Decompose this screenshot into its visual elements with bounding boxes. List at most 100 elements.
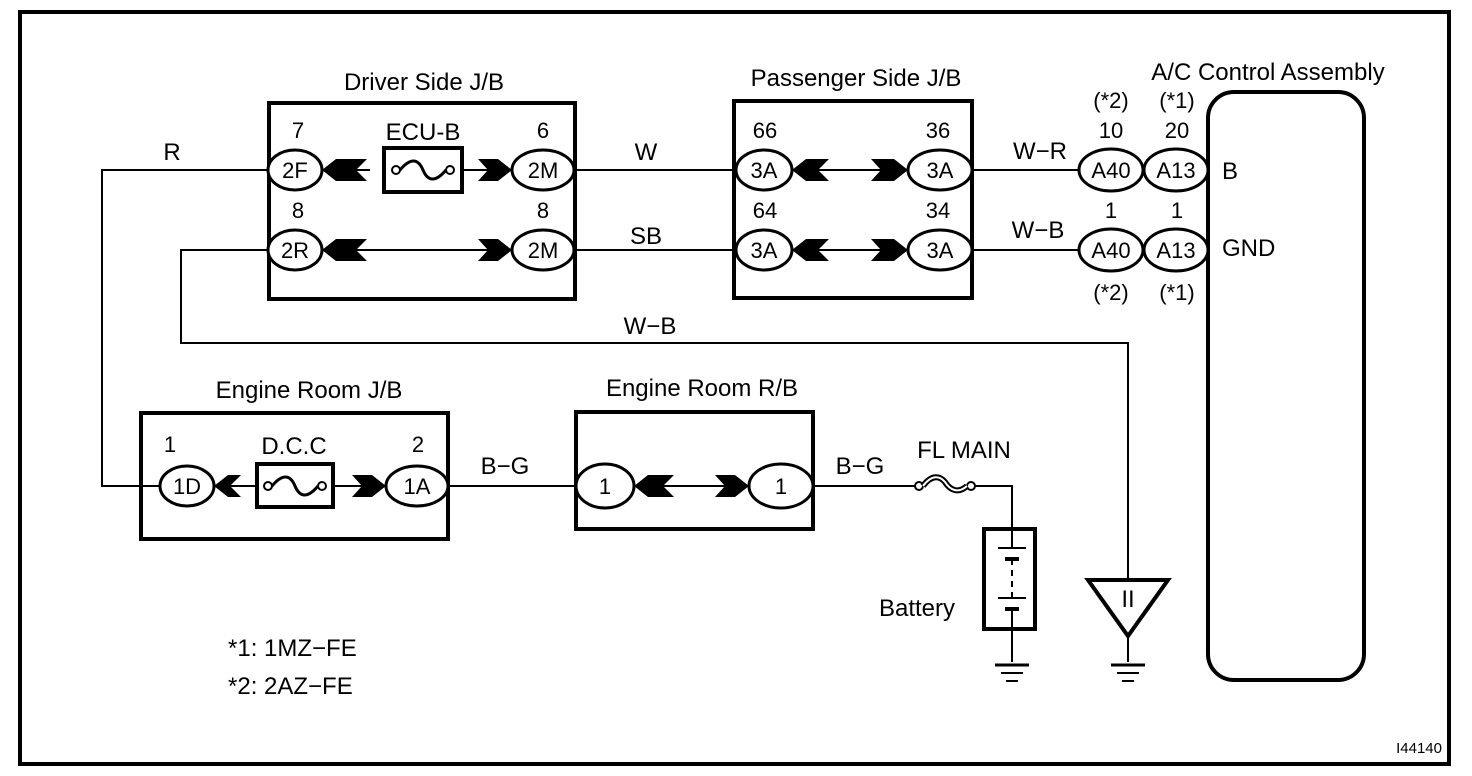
wire-label-r: R (163, 139, 180, 166)
chevron-right-icon (715, 475, 749, 497)
connector-label: A40 (1091, 158, 1130, 183)
wire-label-sb: SB (630, 223, 662, 250)
connector-label: A40 (1091, 238, 1130, 263)
connector-label: 3A (927, 158, 954, 183)
fl-main-label: FL MAIN (917, 437, 1011, 464)
passenger-side-jb: Passenger Side J/B 66 64 36 34 (732, 65, 974, 300)
pin-number: 34 (926, 198, 950, 223)
engine-room-jb: Engine Room J/B 1 2 D.C.C (139, 377, 450, 541)
pin-number: 36 (926, 118, 950, 143)
model-note: (*2) (1093, 88, 1128, 113)
wire-label-b-g: B−G (481, 453, 530, 480)
wire-r[interactable] (101, 169, 268, 487)
driver-jb-title: Driver Side J/B (344, 69, 504, 96)
connector-label: 1 (599, 474, 611, 499)
ground-point-triangle-icon (1084, 578, 1172, 640)
chevron-left-icon (214, 475, 241, 497)
legend-item: *1: 1MZ−FE (228, 635, 357, 662)
pin-number: 20 (1165, 118, 1189, 143)
fl-main-fusible-link: FL MAIN (914, 437, 1011, 494)
connector-label: 3A (751, 158, 778, 183)
fuse-icon (255, 462, 335, 509)
engine-rb-title: Engine Room R/B (606, 375, 798, 402)
wire-label-w: W (635, 139, 658, 166)
connector-label: 2M (528, 158, 559, 183)
wire-labels: R W SB W−R W−B W−B B−G B−G (163, 138, 1067, 480)
wire-w-b-ground[interactable] (180, 249, 1129, 580)
battery-label: Battery (879, 595, 955, 622)
ac-control-box (1206, 90, 1366, 682)
driver-side-jb: Driver Side J/B 7 8 6 8 ECU-B (267, 69, 577, 301)
battery: Battery (879, 527, 1037, 631)
pin-number: 1 (1105, 198, 1117, 223)
wire-label-b-g: B−G (836, 453, 885, 480)
connector-labels: 2F 2R 2M 2M 3A 3A 3A 3A A40 A13 A40 A13 … (173, 158, 1196, 499)
wire-label-w-b-ground: W−B (624, 313, 677, 340)
connector-label: A13 (1156, 158, 1195, 183)
ac-control-assembly: A/C Control Assembly (*2) (*1) 10 20 1 1… (1093, 59, 1385, 682)
fuse-label-ecu-b: ECU-B (386, 119, 461, 146)
figure-id: I44140 (1396, 740, 1442, 757)
wire-label-w-b: W−B (1012, 217, 1065, 244)
chevron-left-icon (322, 239, 367, 261)
connector-label: 2M (528, 238, 559, 263)
engine-jb-box (139, 411, 450, 541)
ground-icon (1111, 663, 1145, 682)
pin-number: 6 (537, 118, 549, 143)
passenger-jb-title: Passenger Side J/B (751, 65, 962, 92)
pin-number: 1 (1171, 198, 1183, 223)
driver-jb-box (267, 101, 577, 301)
connector-label: 3A (927, 238, 954, 263)
legend: *1: 1MZ−FE *2: 2AZ−FE (228, 635, 357, 700)
pin-number: 8 (292, 198, 304, 223)
engine-room-rb: Engine Room R/B (574, 375, 815, 531)
wire-label-w-r: W−R (1013, 138, 1067, 165)
pin-number: 66 (753, 118, 777, 143)
passenger-jb-box (732, 99, 974, 300)
pin-number: 10 (1099, 118, 1123, 143)
wire-fl-to-battery[interactable] (973, 485, 1013, 530)
model-note: (*2) (1093, 280, 1128, 305)
engine-rb-box (574, 410, 815, 531)
engine-jb-title: Engine Room J/B (216, 377, 403, 404)
chevron-left-icon (792, 239, 829, 261)
battery-box (982, 527, 1037, 631)
model-note: (*1) (1159, 280, 1194, 305)
pin-number: 2 (412, 432, 424, 457)
ground-icon (995, 663, 1029, 682)
chevron-right-icon (871, 159, 908, 181)
ground-point: II (1084, 578, 1172, 640)
connector-label: A13 (1156, 238, 1195, 263)
fuse-label-dcc: D.C.C (261, 433, 326, 460)
terminal-b-label: B (1222, 158, 1238, 185)
fuse-icon (382, 146, 464, 194)
terminal-chevrons (214, 159, 908, 497)
pin-number: 64 (753, 198, 777, 223)
connector-label: 2F (282, 158, 308, 183)
chevron-right-icon (352, 475, 386, 497)
chevron-right-icon (478, 159, 512, 181)
connector-a13-gnd[interactable] (1142, 227, 1210, 273)
ground-point-label: II (1121, 586, 1134, 613)
pin-number: 7 (292, 118, 304, 143)
chevron-left-icon (634, 475, 674, 497)
wires (101, 169, 1129, 662)
model-note: (*1) (1159, 88, 1194, 113)
chevron-left-icon (792, 159, 829, 181)
connector-label: 3A (751, 238, 778, 263)
fusible-link-icon (914, 474, 976, 494)
chevron-left-icon (322, 159, 367, 181)
pin-number: 8 (537, 198, 549, 223)
connector-a13-b[interactable] (1142, 147, 1210, 193)
chevron-right-icon (478, 239, 512, 261)
connector-label: 2R (281, 238, 309, 263)
diagram-frame (18, 10, 1451, 766)
chevron-right-icon (871, 239, 908, 261)
ac-control-title: A/C Control Assembly (1151, 59, 1384, 86)
pin-number: 1 (164, 432, 176, 457)
connector-label: 1 (775, 474, 787, 499)
battery-icon (998, 529, 1026, 629)
connector-label: 1D (173, 474, 201, 499)
terminal-gnd-label: GND (1222, 235, 1275, 262)
